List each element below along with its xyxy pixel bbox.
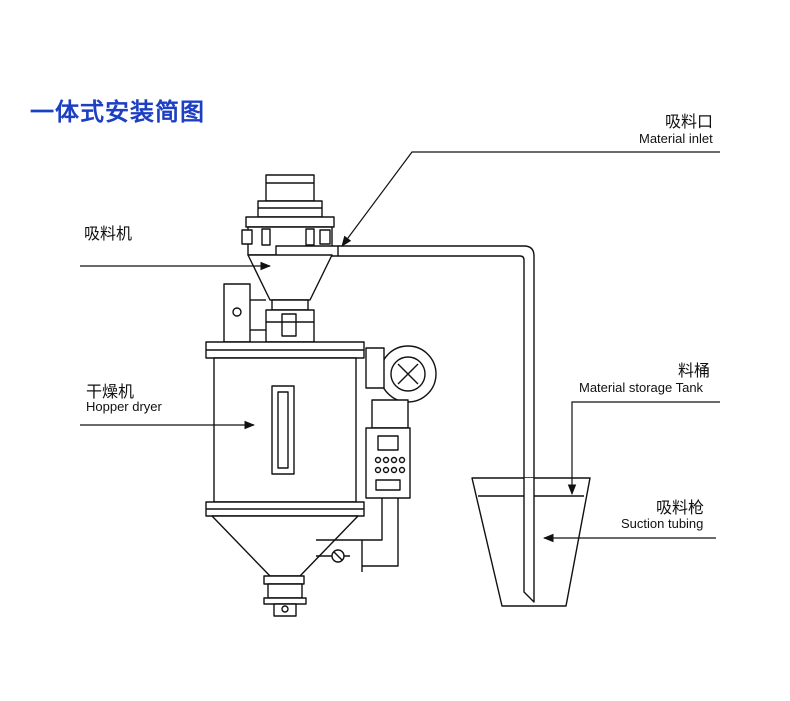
hopper-dryer-label-cn: 干燥机 xyxy=(86,382,135,401)
vacuum-loader-label-cn: 吸料机 xyxy=(84,224,133,243)
hopper-dryer-label-en: Hopper dryer xyxy=(86,399,162,414)
storage-tank xyxy=(471,477,591,607)
inlet-leader xyxy=(341,151,720,247)
loader-cone xyxy=(247,254,333,301)
storage-tank-label-cn: 料桶 xyxy=(678,361,711,380)
dryer-cone xyxy=(211,515,359,577)
material-inlet-label-cn: 吸料口 xyxy=(665,112,714,131)
suction-gun-label-en: Suction tubing xyxy=(621,516,704,531)
vacuum-loader xyxy=(241,174,339,343)
discharge-valve xyxy=(267,583,303,599)
hopper-dryer xyxy=(205,341,365,617)
loader-motor-cap xyxy=(265,174,315,202)
control-box xyxy=(365,399,411,499)
tank-leader xyxy=(567,401,720,496)
conveying-pipe xyxy=(338,245,535,598)
suction-gun-label-cn: 吸料枪 xyxy=(656,498,705,517)
storage-tank-label-en: Material storage Tank xyxy=(579,380,704,395)
mount-bracket xyxy=(223,283,266,343)
diagram-title: 一体式安装简图 xyxy=(30,98,205,126)
return-air-pipe xyxy=(316,498,399,572)
blower-fan xyxy=(365,345,437,403)
suction-lance xyxy=(523,478,535,603)
material-inlet-label-en: Material inlet xyxy=(639,131,713,146)
loader-lid xyxy=(257,200,323,218)
